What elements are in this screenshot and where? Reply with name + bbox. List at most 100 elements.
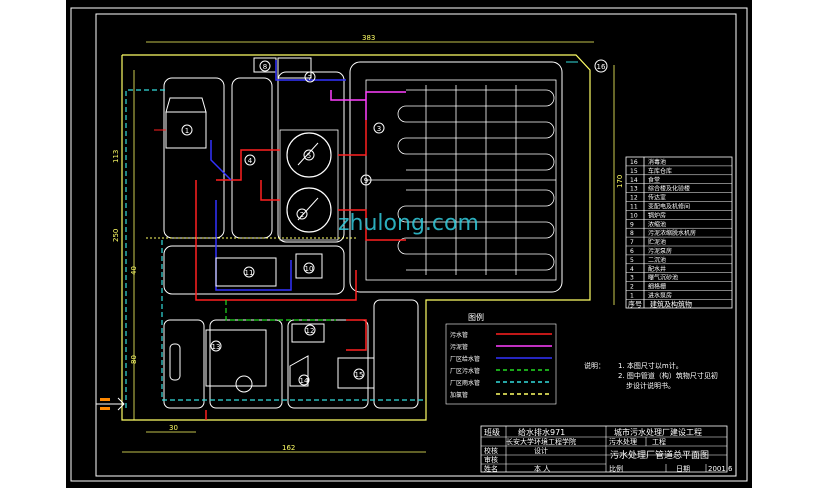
svg-text:4: 4 bbox=[248, 157, 253, 165]
unit-marker-7: 7 bbox=[304, 71, 316, 83]
left-80-dimension: 80 bbox=[130, 355, 138, 364]
table-row-name: 浓缩池 bbox=[648, 220, 666, 228]
unit-markers: 1 2 3 4 5 7 8 9 10 11 12 13 14 15 16 bbox=[181, 59, 608, 386]
table-row-number: 10 bbox=[630, 212, 638, 219]
left-40-dimension: 40 bbox=[130, 266, 138, 275]
notes-line-1: 1. 本图尺寸以m计。 bbox=[618, 361, 683, 370]
table-row-name: 食堂 bbox=[648, 176, 660, 184]
sub-label-1: 污水处理 bbox=[609, 437, 637, 446]
bottom-dimension-label: 162 bbox=[282, 444, 295, 452]
table-footer-no: 序号 bbox=[628, 299, 642, 308]
svg-text:2: 2 bbox=[300, 211, 304, 219]
unit-marker-2: 2 bbox=[296, 208, 308, 220]
inner-frame bbox=[95, 13, 737, 477]
outer-frame bbox=[70, 7, 748, 482]
role-design: 设计 bbox=[534, 446, 548, 455]
notes: 说明： 1. 本图尺寸以m计。 2. 图中管道（构）筑物尺寸见初 步设计说明书。 bbox=[584, 361, 718, 390]
table-row-number: 6 bbox=[630, 248, 634, 255]
date-label: 日期 bbox=[676, 465, 690, 473]
table-row-number: 2 bbox=[630, 284, 634, 291]
table-row-name: 细格栅 bbox=[648, 283, 666, 291]
role-review: 审核 bbox=[484, 455, 498, 464]
unit-marker-14: 14 bbox=[298, 374, 310, 386]
unit-marker-1: 1 bbox=[181, 124, 193, 136]
pump-house bbox=[154, 97, 207, 149]
title-block: 班级 给水排水971 城市污水处理厂建设工程 长安大学环境工程学院 污水处理 工… bbox=[480, 425, 733, 473]
svg-text:9: 9 bbox=[364, 177, 368, 185]
svg-text:15: 15 bbox=[355, 371, 364, 379]
signature: 本 人 bbox=[534, 464, 550, 473]
legend-title: 图例 bbox=[468, 312, 484, 322]
table-row-number: 15 bbox=[630, 168, 638, 175]
unit-marker-10: 10 bbox=[303, 262, 315, 274]
table-row-number: 13 bbox=[630, 186, 638, 193]
table-row-number: 11 bbox=[630, 204, 638, 211]
role-check: 校核 bbox=[484, 446, 498, 455]
svg-text:10: 10 bbox=[305, 265, 314, 273]
svg-text:7: 7 bbox=[308, 74, 312, 82]
table-row-number: 4 bbox=[630, 266, 634, 273]
table-row-name: 综合楼及化验楼 bbox=[648, 185, 690, 193]
svg-text:5: 5 bbox=[307, 152, 311, 160]
project-name: 城市污水处理厂建设工程 bbox=[614, 427, 702, 437]
drawing-sheet: 383 113 250 40 80 170 162 30 bbox=[66, 0, 752, 488]
table-row-name: 消毒池 bbox=[648, 158, 666, 166]
name-label: 姓名 bbox=[484, 464, 498, 473]
table-row-number: 16 bbox=[630, 159, 638, 166]
legend-label: 厂区雨水管 bbox=[450, 379, 480, 387]
notes-line-3: 步设计说明书。 bbox=[626, 381, 675, 390]
svg-text:12: 12 bbox=[306, 327, 315, 335]
sub-label-2: 工程 bbox=[652, 437, 666, 446]
svg-text:11: 11 bbox=[245, 269, 254, 277]
unit-marker-4: 4 bbox=[244, 154, 256, 166]
table-row-name: 传达室 bbox=[648, 194, 666, 202]
legend-label: 加氯管 bbox=[450, 391, 468, 399]
lower-buildings bbox=[169, 253, 375, 393]
svg-text:13: 13 bbox=[212, 343, 221, 351]
table-row-name: 变配电及机修间 bbox=[648, 203, 690, 211]
table-row-number: 8 bbox=[630, 230, 634, 237]
table-row-name: 曝气沉砂池 bbox=[648, 274, 678, 282]
inlet-arrow bbox=[96, 397, 125, 411]
scale-label: 比例 bbox=[609, 464, 623, 473]
unit-marker-13: 13 bbox=[210, 340, 222, 352]
table-row-number: 14 bbox=[630, 177, 638, 184]
svg-text:1: 1 bbox=[185, 127, 189, 135]
unit-marker-3: 3 bbox=[373, 122, 385, 134]
table-row-name: 污泥浓缩脱水机房 bbox=[648, 229, 696, 237]
table-row-name: 二沉池 bbox=[648, 256, 666, 264]
unit-marker-9: 9 bbox=[360, 174, 372, 186]
legend-label: 污水管 bbox=[450, 331, 468, 339]
table-row-name: 车库仓库 bbox=[648, 167, 672, 175]
svg-text:8: 8 bbox=[263, 63, 267, 71]
unit-marker-15: 15 bbox=[353, 368, 365, 380]
table-row-number: 1 bbox=[630, 293, 634, 300]
right-dimension-label: 170 bbox=[616, 175, 624, 188]
class-value: 给水排水971 bbox=[518, 427, 565, 437]
table-row-name: 配水井 bbox=[648, 265, 666, 273]
table-row-name: 贮泥池 bbox=[648, 238, 666, 246]
table-row-number: 7 bbox=[630, 239, 634, 246]
school-name: 长安大学环境工程学院 bbox=[506, 437, 576, 446]
table-row-number: 5 bbox=[630, 257, 634, 264]
pipes bbox=[125, 60, 426, 420]
drawing-title: 污水处理厂管道总平面图 bbox=[610, 449, 709, 461]
bottom-small-dimension-label: 30 bbox=[169, 424, 178, 432]
date-value: 2001.6 bbox=[708, 465, 733, 473]
table-row-name: 进水泵房 bbox=[648, 292, 672, 300]
watermark: zhulong.com bbox=[338, 211, 479, 236]
svg-text:14: 14 bbox=[300, 377, 309, 385]
table-row-name: 锅炉房 bbox=[648, 211, 666, 219]
left-upper-dimension: 113 bbox=[112, 150, 120, 163]
unit-marker-8: 8 bbox=[259, 60, 271, 72]
unit-marker-16: 16 bbox=[594, 59, 608, 73]
site-boundary bbox=[121, 54, 591, 421]
svg-text:16: 16 bbox=[597, 63, 606, 71]
unit-marker-11: 11 bbox=[243, 266, 255, 278]
unit-marker-5: 5 bbox=[303, 149, 315, 161]
legend-label: 污泥管 bbox=[450, 343, 468, 351]
notes-title: 说明： bbox=[584, 361, 605, 370]
left-mid-dimension: 250 bbox=[112, 229, 120, 242]
class-label: 班级 bbox=[484, 427, 500, 437]
